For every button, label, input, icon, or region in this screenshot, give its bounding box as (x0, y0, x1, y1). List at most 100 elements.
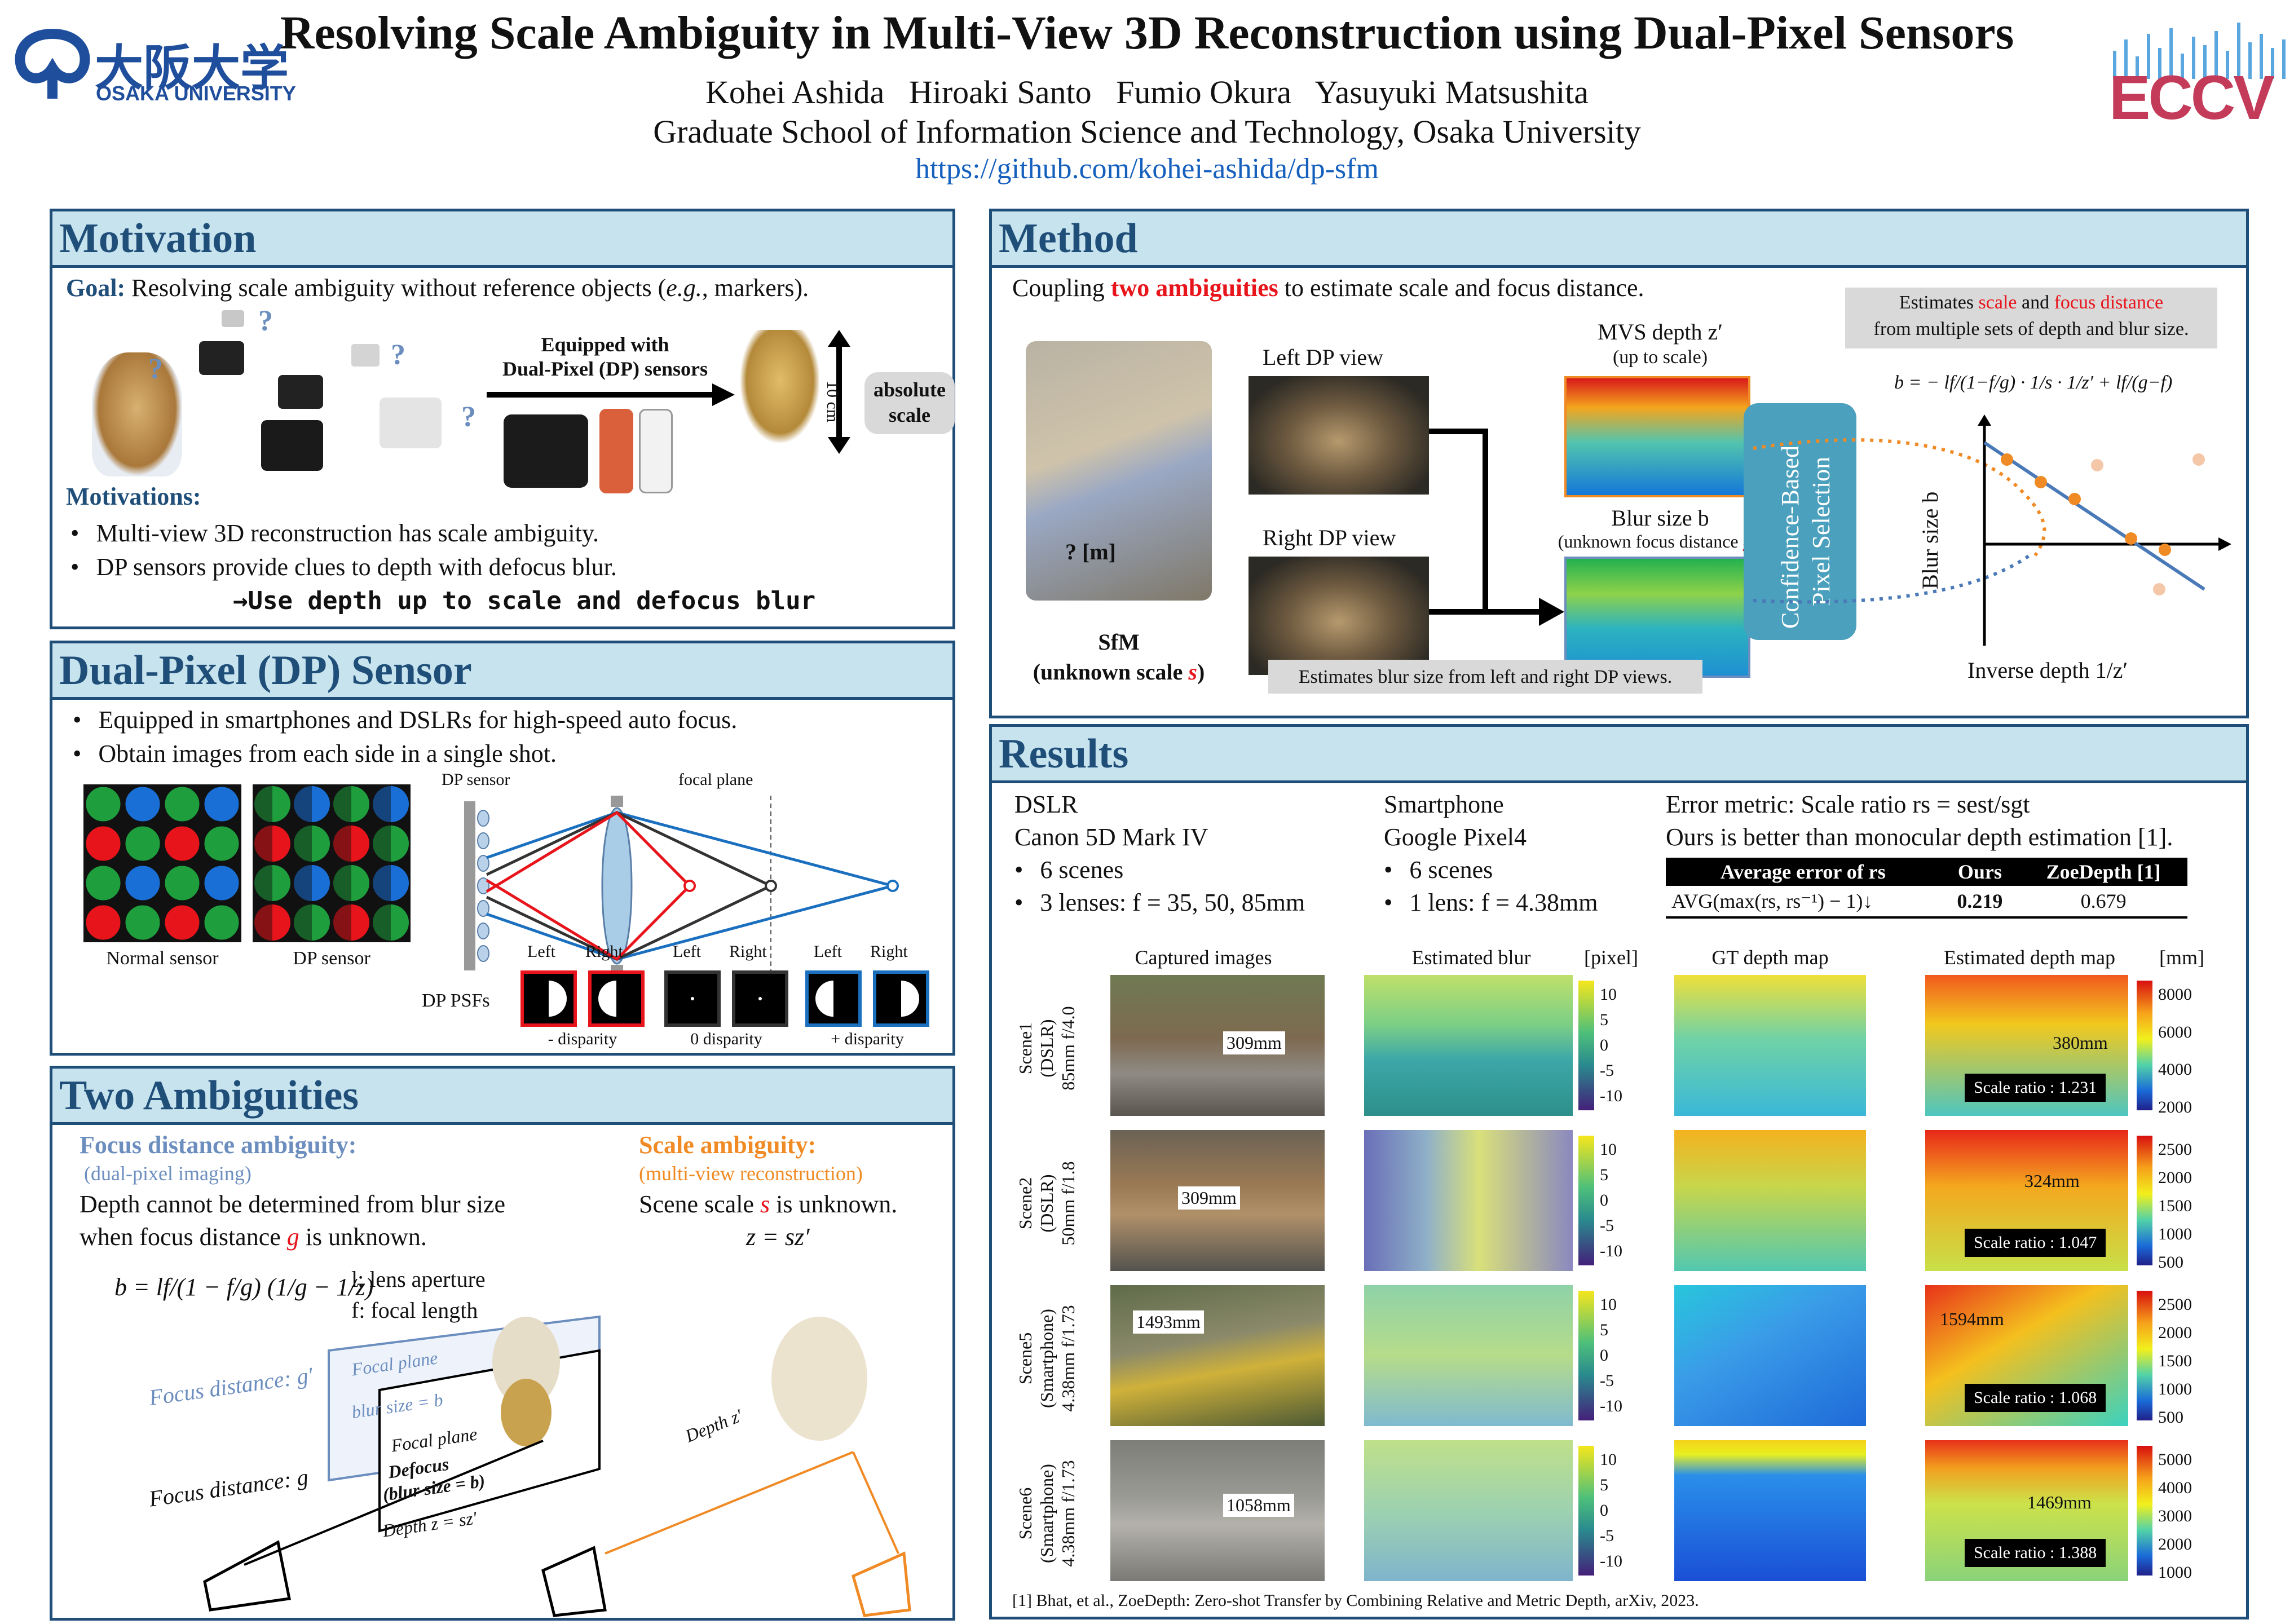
scene-label-lens: 4.38mm f/1.73 (1058, 1460, 1078, 1567)
method-title: Method (999, 215, 1138, 262)
axis-y-label: Blur size b (1917, 491, 1943, 589)
depth-tick-label: 2000 (2158, 1535, 2192, 1554)
depth-tick-label: 6000 (2158, 1022, 2192, 1042)
depth-colorbar (2137, 981, 2152, 1110)
estimated-length-label: 1469mm (2027, 1492, 2092, 1512)
eq-b: b = lf/(1 − f/g) (1/g − 1/z) (114, 1273, 374, 1301)
dp-subpixel-left (373, 904, 391, 941)
phone-bullet-1: 6 scenes (1384, 855, 1493, 884)
dp-sensors-label: Dual-Pixel (DP) sensors (502, 358, 708, 380)
l-def: l: lens aperture (351, 1266, 486, 1292)
depth-tick-label: 2500 (2158, 1295, 2192, 1314)
equipped-with: Equipped with (541, 333, 669, 356)
estimated-length-label: 324mm (2024, 1171, 2080, 1191)
dp-subpixel-left (333, 865, 351, 901)
dp-subpixel-right (272, 826, 290, 862)
depth-tick-label: 1000 (2158, 1380, 2192, 1398)
left-dp-label: Left DP view (1263, 345, 1384, 370)
depth-tick-label: 500 (2158, 1408, 2183, 1427)
scale-text: Scene scale s is unknown. (639, 1190, 898, 1218)
question-mark-1: ? (148, 353, 163, 385)
gt-depth-image (1674, 1130, 1866, 1271)
depth-tick-label: 1500 (2158, 1197, 2192, 1215)
focus-text-2: when focus distance g is unknown. (80, 1223, 427, 1251)
camera-image-ghost-small (222, 310, 244, 327)
blur-tick-label: -5 (1600, 1061, 1614, 1080)
estimated-blur-image (1364, 1440, 1573, 1581)
dp-sensor-title: Dual-Pixel (DP) Sensor (59, 647, 472, 694)
sensor-pixel (84, 864, 122, 902)
blur-tick-label: -5 (1600, 1371, 1614, 1390)
depth-tick-label: 1000 (2158, 1225, 2192, 1243)
two-amb-title: Two Ambiguities (59, 1073, 359, 1119)
results-table: Average error of rs Ours ZoeDepth [1] AV… (1666, 858, 2187, 919)
blur-tick-label: 0 (1600, 1036, 1608, 1054)
sfm-label: SfM (1098, 629, 1140, 655)
psf-neg-disparity (520, 970, 645, 1027)
skyline-icon (2113, 23, 2286, 79)
pos-disparity-label: + disparity (831, 1030, 904, 1048)
normal-sensor-grid (83, 784, 241, 942)
github-link[interactable]: https://github.com/kohei-ashida/dp-sfm (915, 153, 1379, 185)
depth-tick-label: 2000 (2158, 1323, 2192, 1342)
scene-label-lens: 4.38mm f/1.73 (1058, 1305, 1078, 1412)
dp-subpixel-left (254, 826, 272, 862)
method-header: Method (992, 211, 2246, 268)
depth-colorbar (2137, 1136, 2152, 1265)
camera-image-3 (261, 420, 323, 471)
dp-psfs-label: DP PSFs (422, 990, 490, 1011)
blur-tick-label: -5 (1600, 1526, 1614, 1545)
ambiguity-illustration (203, 1315, 911, 1617)
scale-ratio-badge: Scale ratio : 1.231 (1965, 1074, 2106, 1102)
axis-x-label: Inverse depth 1/z′ (1967, 657, 2128, 683)
blur-tick-label: 5 (1600, 1166, 1608, 1184)
camera-image-ghost (380, 398, 442, 448)
two-ambiguities-panel: Two Ambiguities Focus distance ambiguity… (50, 1066, 955, 1621)
sensor-pixel (123, 785, 162, 823)
dp-subpixel-left (294, 786, 312, 822)
scene-label: Scene2(DSLR)50mm f/1.8 (1014, 1136, 1079, 1271)
dp-subpixel-right (312, 865, 330, 901)
estimated-length-label: 1594mm (1940, 1309, 2004, 1329)
blur-tick-label: -10 (1600, 1242, 1622, 1260)
motivation-bullet-1: Multi-view 3D reconstruction has scale a… (70, 519, 599, 548)
f-def: f: focal length (351, 1298, 478, 1323)
captured-length-label: 309mm (1178, 1186, 1240, 1210)
dslr-bullet-2: 3 lenses: f = 35, 50, 85mm (1014, 888, 1305, 917)
table-cell-ours: 0.219 (1957, 890, 2003, 912)
scene-label-name: Scene5 (1015, 1332, 1035, 1385)
blur-vs-depth-plot (1978, 414, 2231, 646)
sensor-pixel (84, 785, 122, 823)
dp-sensor-header: Dual-Pixel (DP) Sensor (52, 643, 952, 700)
dp-subpixel-left (254, 904, 272, 941)
dp-subpixel-right (391, 786, 409, 822)
estimates-scale-line2: from multiple sets of depth and blur siz… (1873, 319, 2189, 339)
motivation-conclusion: →Use depth up to scale and defocus blur (233, 586, 816, 615)
col-pixel: [pixel] (1584, 946, 1638, 969)
scene-label-cam: (Smartphone) (1036, 1464, 1057, 1563)
blur-tick-label: -10 (1600, 1397, 1622, 1415)
phone-bullet-2: 1 lens: f = 4.38mm (1384, 888, 1598, 917)
blur-tick-label: 10 (1600, 1295, 1617, 1314)
dp-subpixel-left (333, 786, 351, 822)
camera-image-2 (278, 375, 323, 409)
psf-left-1: Left (527, 942, 555, 961)
error-metric: Error metric: Scale ratio rs = sest/sgt (1666, 791, 2030, 818)
phone-image-2 (639, 409, 673, 493)
captured-image: 1058mm (1110, 1440, 1325, 1581)
results-header: Results (992, 727, 2246, 783)
eccv-text: ECCV (2109, 63, 2275, 133)
statue-image (92, 352, 182, 476)
sensor-pixel (163, 864, 201, 902)
dp-bullet-1: Equipped in smartphones and DSLRs for hi… (73, 705, 737, 734)
scene-label: Scene5(Smartphone)4.38mm f/1.73 (1014, 1291, 1079, 1426)
estimates-blur-box (1268, 660, 1702, 694)
sensor-pixel (84, 903, 122, 942)
smartphone-label: Smartphone (1384, 791, 1504, 818)
dotted-arrows (1753, 438, 2046, 604)
dp-subpixel-left (373, 826, 391, 862)
scale-ambiguity-head: Scale ambiguity: (639, 1131, 817, 1159)
